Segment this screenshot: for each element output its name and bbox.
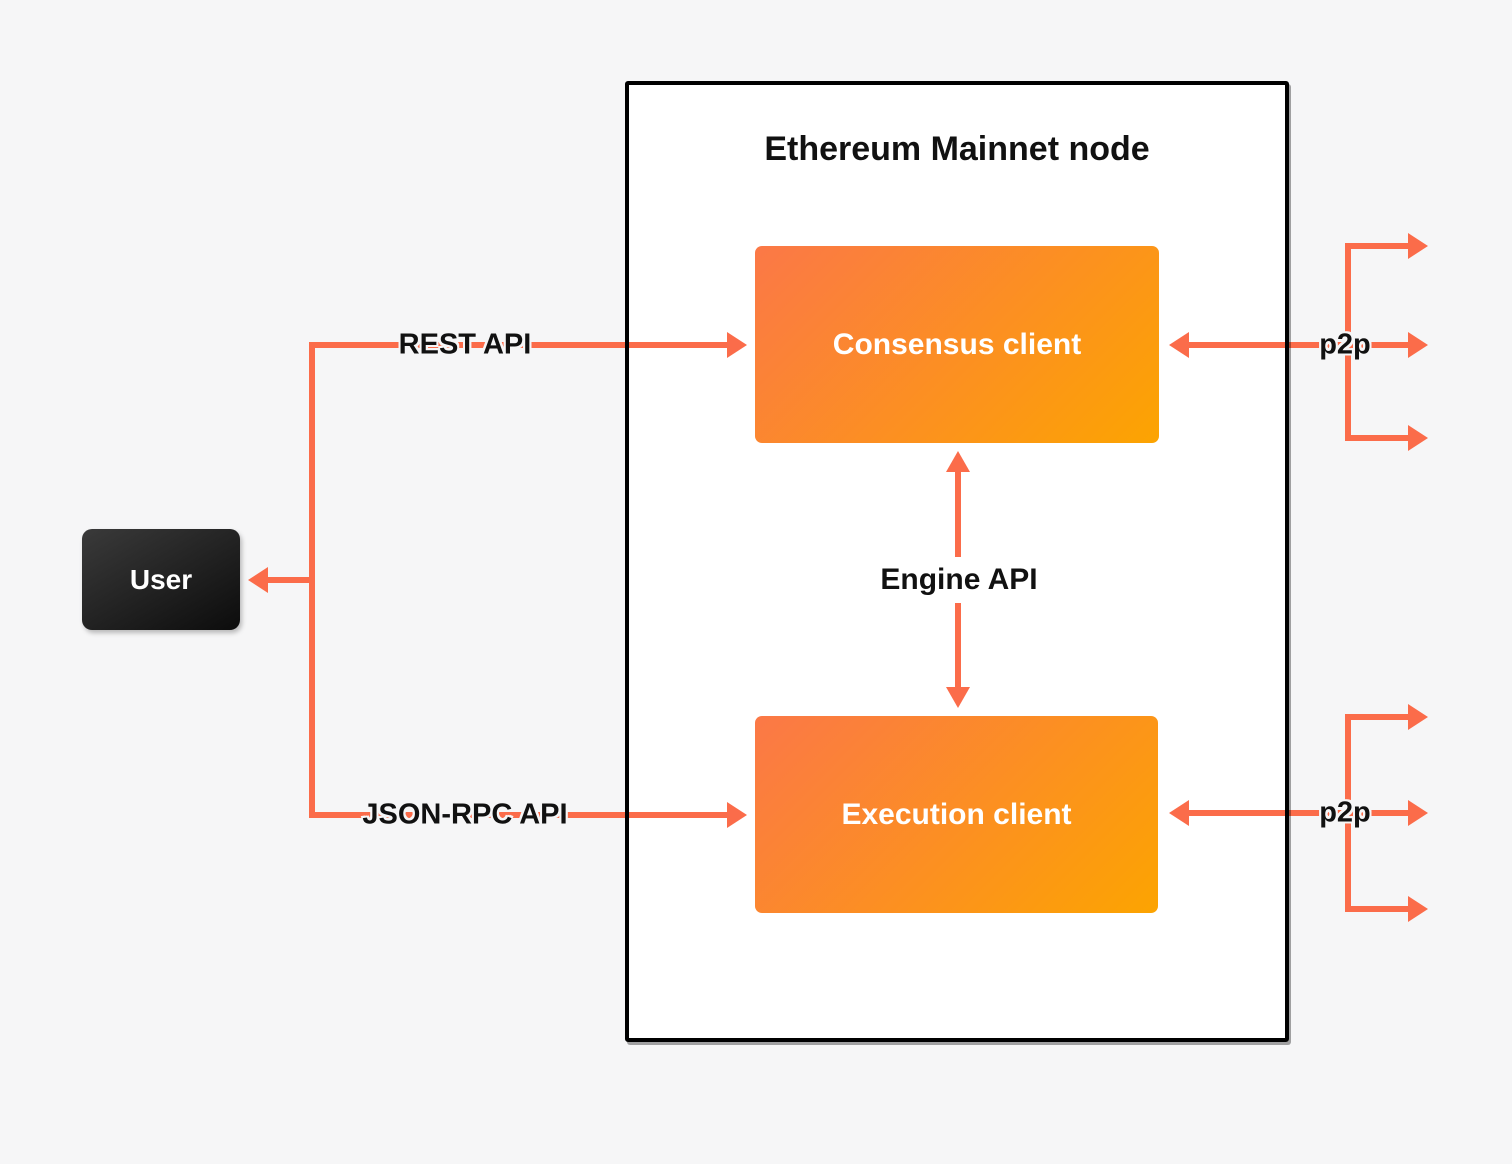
arrowhead-p2p-bottom-to-execution-icon	[1169, 800, 1189, 826]
arrowhead-engine-up-icon	[946, 451, 970, 472]
consensus-client-node: Consensus client	[755, 246, 1159, 443]
arrowhead-p2p-bottom-branch1-icon	[1408, 704, 1428, 730]
p2p-top-branch3-line	[1345, 435, 1410, 441]
arrowhead-p2p-top-branch3-icon	[1408, 425, 1428, 451]
arrowhead-engine-down-icon	[946, 687, 970, 708]
arrowhead-p2p-top-branch1-icon	[1408, 233, 1428, 259]
jsonrpc-edge-label: JSON-RPC API	[362, 798, 568, 831]
arrowhead-p2p-top-to-consensus-icon	[1169, 332, 1189, 358]
arrowhead-p2p-top-branch2-icon	[1408, 332, 1428, 358]
p2p-top-left-line	[1187, 342, 1347, 348]
execution-client-label: Execution client	[841, 797, 1072, 831]
arrowhead-to-execution-icon	[727, 802, 747, 828]
p2p-bottom-label: p2p	[1319, 796, 1371, 829]
arrowhead-p2p-bottom-branch3-icon	[1408, 896, 1428, 922]
user-label: User	[129, 563, 193, 595]
p2p-bottom-left-line	[1187, 810, 1347, 816]
engine-api-edge-label: Engine API	[872, 557, 1046, 603]
arrowhead-to-consensus-icon	[727, 332, 747, 358]
p2p-top-branch2-line	[1348, 342, 1410, 348]
user-node: User	[82, 529, 240, 630]
p2p-top-branch1-line	[1345, 243, 1410, 249]
jsonrpc-edge-line	[309, 812, 729, 818]
ethereum-node-title: Ethereum Mainnet node	[764, 130, 1150, 168]
user-edge-line	[266, 577, 315, 583]
p2p-top-label: p2p	[1319, 328, 1371, 361]
p2p-bottom-branch3-line	[1345, 906, 1410, 912]
p2p-bottom-branch2-line	[1348, 810, 1410, 816]
execution-client-node: Execution client	[755, 716, 1158, 913]
rest-api-edge-line	[309, 342, 729, 348]
arrowhead-to-user-icon	[248, 567, 268, 593]
rest-api-edge-label: REST API	[398, 328, 532, 361]
arrowhead-p2p-bottom-branch2-icon	[1408, 800, 1428, 826]
consensus-client-label: Consensus client	[832, 327, 1082, 361]
p2p-bottom-branch1-line	[1345, 714, 1410, 720]
